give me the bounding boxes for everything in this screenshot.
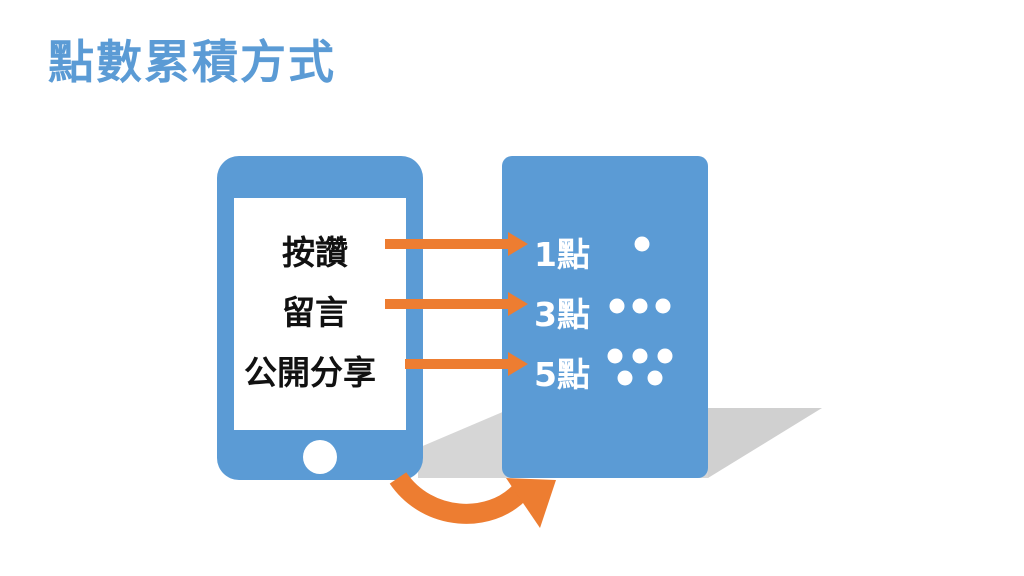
reward-1-point: 1點	[534, 235, 590, 274]
right-arrow-icon	[405, 352, 528, 376]
reward-3-points: 3點	[534, 295, 590, 334]
action-share: 公開分享	[244, 353, 376, 392]
point-dot	[647, 370, 663, 386]
point-dot	[607, 348, 623, 364]
smartphone-icon	[217, 156, 423, 480]
curved-arrow-icon	[389, 471, 556, 528]
right-arrow-icon	[385, 232, 528, 256]
panel-shadow	[708, 408, 822, 478]
point-dot	[617, 370, 633, 386]
point-dots-3	[609, 298, 671, 314]
reward-5-points: 5點	[534, 355, 590, 394]
point-dots-1	[634, 236, 650, 252]
point-dots-5	[607, 348, 673, 386]
action-like: 按讚	[282, 233, 348, 272]
reward-panel	[502, 156, 708, 478]
action-comment: 留言	[282, 293, 348, 332]
phone-screen	[234, 198, 406, 430]
point-dot	[632, 348, 648, 364]
home-button	[303, 440, 337, 474]
right-arrow-icon	[385, 292, 528, 316]
point-dot	[655, 298, 671, 314]
point-dot	[634, 236, 650, 252]
point-dot	[632, 298, 648, 314]
point-dot	[657, 348, 673, 364]
page-title: 點數累積方式	[48, 35, 336, 89]
point-dot	[609, 298, 625, 314]
